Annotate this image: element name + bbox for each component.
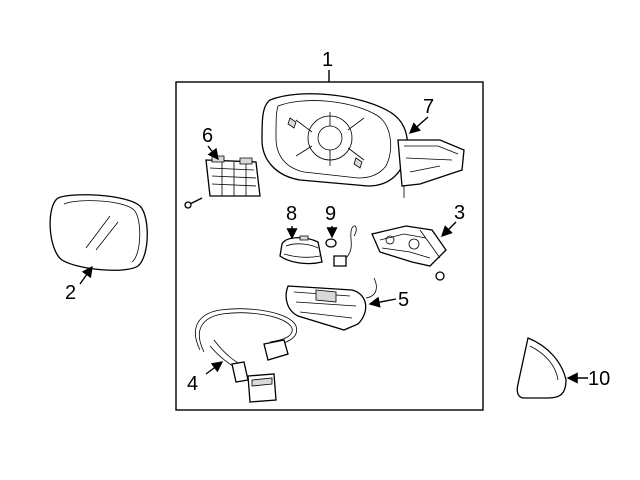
callout-2-leader xyxy=(79,265,93,285)
bulb-socket xyxy=(325,225,357,267)
callout-10: 10 xyxy=(588,368,610,390)
callout-6-leader xyxy=(207,145,219,161)
callout-3-leader xyxy=(441,221,457,237)
callout-7-leader xyxy=(408,116,429,134)
callout-1: 1 xyxy=(322,49,333,71)
callout-9: 9 xyxy=(325,203,336,225)
callout-4: 4 xyxy=(187,373,198,395)
callout-7: 7 xyxy=(423,96,434,118)
callout-8: 8 xyxy=(286,203,297,225)
callout-5: 5 xyxy=(398,289,409,311)
callout-4-leader xyxy=(205,361,224,375)
mirror-motor xyxy=(371,225,447,281)
blind-spot-glass xyxy=(516,337,567,399)
turn-signal-lamp xyxy=(285,277,377,331)
callout-3: 3 xyxy=(454,202,465,224)
lamp-housing xyxy=(279,235,323,265)
wiring-harness xyxy=(195,308,298,403)
mirror-actuator xyxy=(205,155,261,197)
callout-5-leader xyxy=(368,296,397,308)
callout-2: 2 xyxy=(65,282,76,304)
mirror-glass xyxy=(49,194,148,271)
mirror-housing xyxy=(261,93,465,198)
screw xyxy=(184,197,203,209)
callout-6: 6 xyxy=(202,125,213,147)
